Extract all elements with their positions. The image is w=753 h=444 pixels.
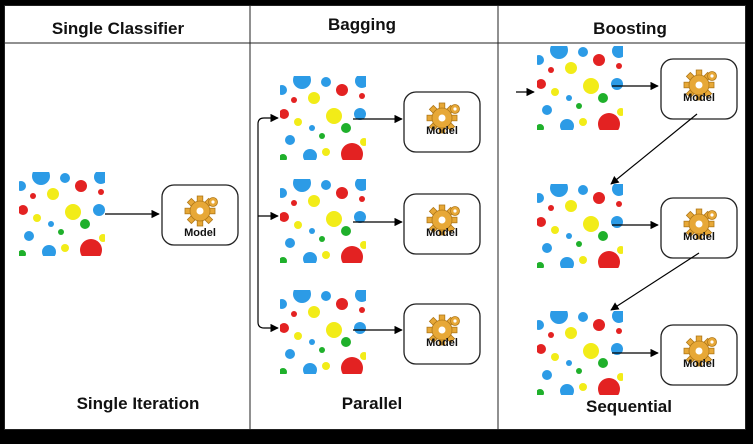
section-title-single: Single Classifier — [52, 19, 185, 38]
section-caption-boosting: Sequential — [586, 397, 672, 416]
bagging-dataset-3-icon — [277, 285, 369, 379]
boosting-feedback-arrow-2 — [610, 252, 700, 311]
boosting-model-2-box — [660, 197, 738, 259]
bagging-split-arrows — [257, 113, 279, 333]
boosting-dataset-1-icon — [534, 41, 626, 135]
bagging-dataset-1-icon — [277, 71, 369, 165]
boosting-model-3-label: Model — [683, 358, 715, 370]
bagging-model-1-label: Model — [426, 125, 458, 137]
bagging-model-2-label: Model — [426, 227, 458, 239]
bagging-dataset-2-icon — [277, 174, 369, 268]
section-caption-single: Single Iteration — [77, 394, 200, 413]
boosting-model-1-box — [660, 58, 738, 120]
section-caption-bagging: Parallel — [342, 394, 403, 413]
boosting-model-3-box — [660, 324, 738, 386]
boosting-model-1-label: Model — [683, 92, 715, 104]
diagram-panel — [4, 5, 746, 430]
single-model-label: Model — [184, 227, 216, 239]
boosting-model-2-label: Model — [683, 231, 715, 243]
grid-lines — [4, 5, 746, 430]
single-dataset-icon — [16, 167, 108, 261]
bagging-model-3-box — [403, 303, 481, 365]
section-title-boosting: Boosting — [593, 19, 667, 38]
boosting-feedback-arrow-1 — [610, 113, 698, 185]
boosting-dataset-2-icon — [534, 179, 626, 273]
bagging-model-1-box — [403, 91, 481, 153]
bagging-model-3-label: Model — [426, 337, 458, 349]
bagging-model-2-box — [403, 193, 481, 255]
section-title-bagging: Bagging — [328, 15, 396, 34]
